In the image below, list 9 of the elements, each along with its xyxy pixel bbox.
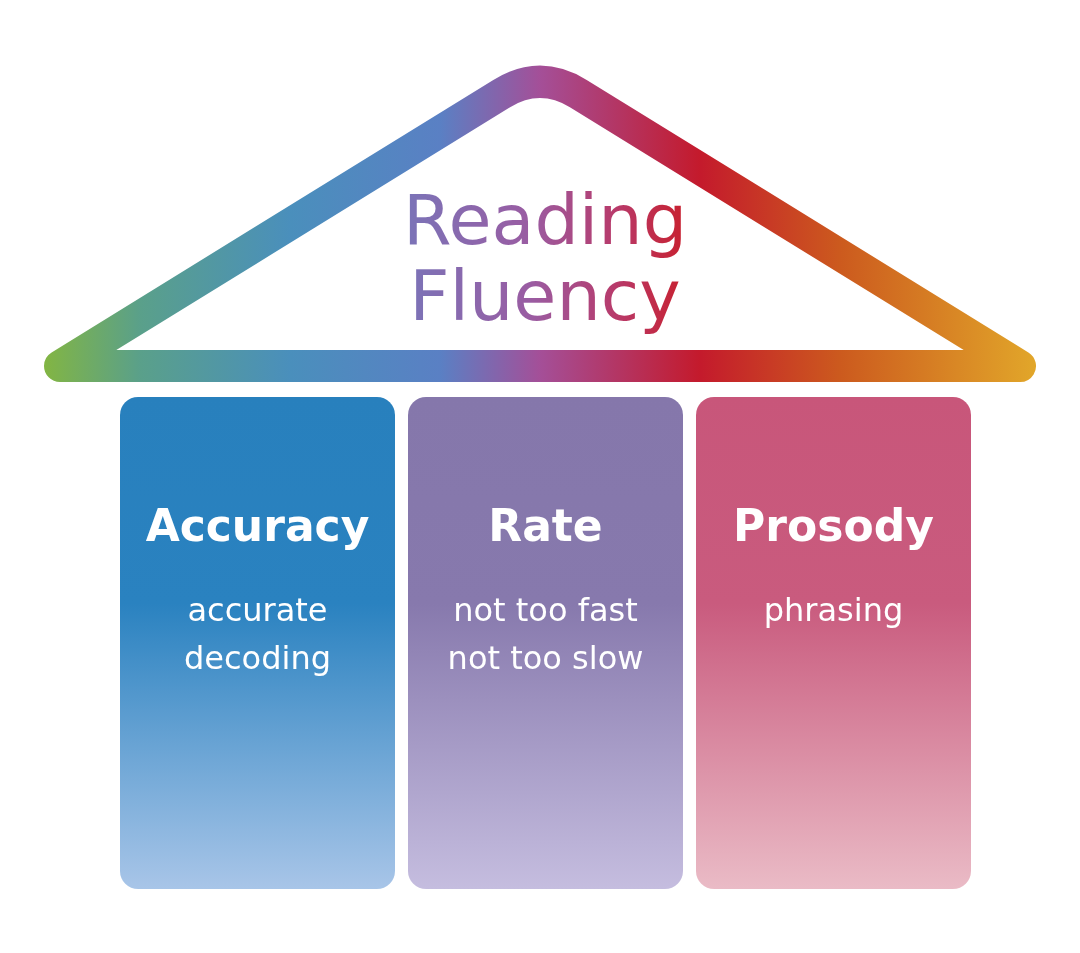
pillar-card bbox=[408, 397, 683, 889]
pillar-card bbox=[120, 397, 395, 889]
pillar-description: not too fast not too slow bbox=[446, 590, 645, 679]
pillar-card bbox=[696, 397, 971, 889]
pillar-heading: Accuracy bbox=[145, 499, 370, 552]
pillar-heading: Rate bbox=[488, 499, 603, 552]
pillar-description: accurate decoding bbox=[183, 590, 332, 679]
pillar-description: phrasing bbox=[763, 590, 904, 631]
pillar-heading: Prosody bbox=[733, 499, 934, 552]
